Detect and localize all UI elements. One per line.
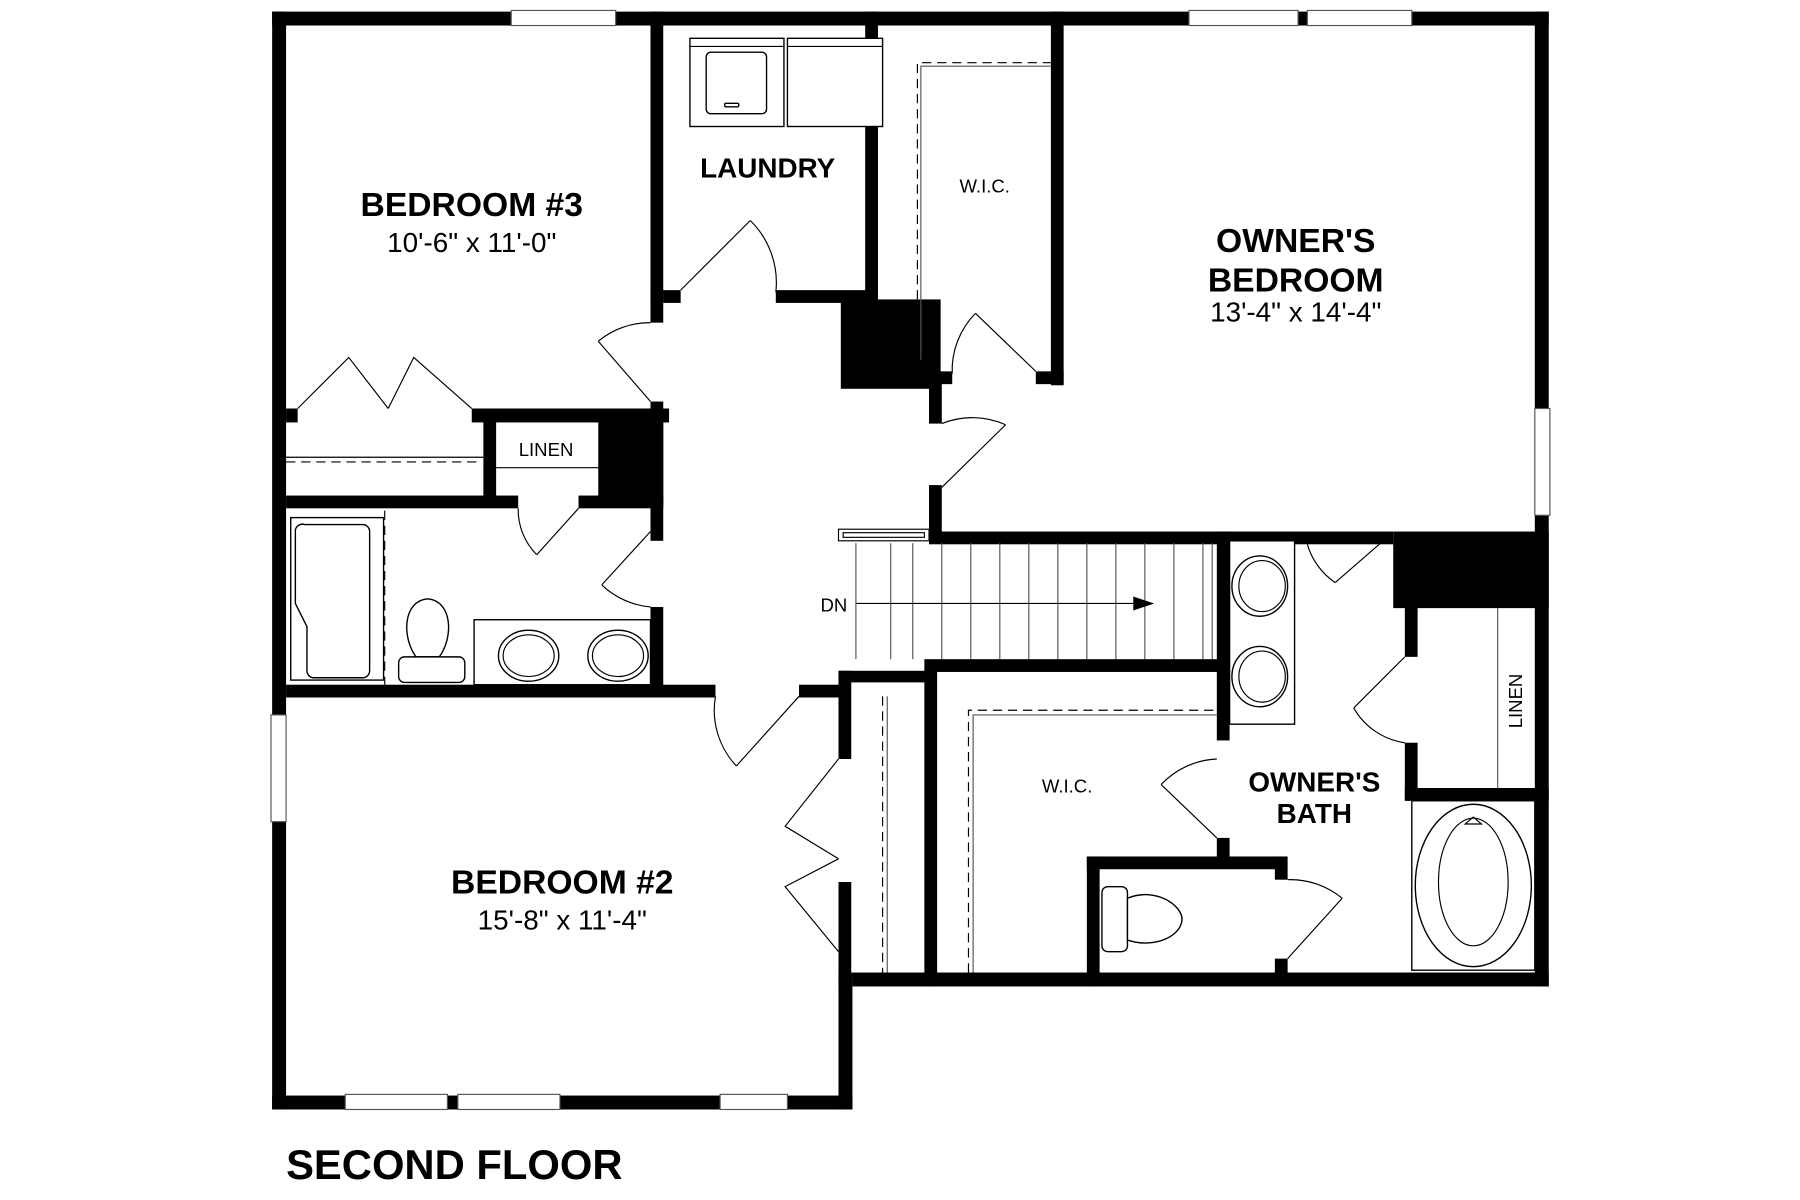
door-bedroom2-closet[interactable] bbox=[784, 758, 839, 953]
door-owners-bedroom[interactable] bbox=[941, 417, 1007, 488]
window-owners-2 bbox=[1306, 9, 1413, 27]
owners-vanity-icon bbox=[1228, 540, 1296, 725]
linen-bath-label: LINEN bbox=[1505, 674, 1526, 729]
dryer-icon bbox=[786, 37, 884, 128]
window-bedroom3 bbox=[510, 9, 617, 27]
vanity-icon bbox=[473, 619, 652, 686]
window-bedroom2-2 bbox=[457, 1093, 561, 1111]
linen-hall-label: LINEN bbox=[519, 439, 574, 460]
window-owners-1 bbox=[1188, 9, 1299, 27]
soaking-tub-icon bbox=[1411, 800, 1536, 971]
floor-title: SECOND FLOOR bbox=[286, 1141, 622, 1188]
door-wc[interactable] bbox=[1287, 879, 1343, 959]
door-wic-lower[interactable] bbox=[1160, 758, 1218, 839]
door-bedroom3[interactable] bbox=[597, 322, 651, 402]
bedroom3-title: BEDROOM #3 bbox=[361, 187, 583, 224]
arrow-right-icon bbox=[1133, 596, 1155, 611]
bedroom3-dimensions: 10'-6" x 11'-0" bbox=[387, 227, 556, 258]
window-bedroom2-1 bbox=[344, 1093, 448, 1111]
exterior-walls bbox=[272, 11, 1549, 1110]
stairs-down-label: DN bbox=[820, 595, 847, 616]
stair-treads bbox=[855, 543, 1213, 660]
doors bbox=[297, 220, 1406, 959]
door-owners-bath[interactable] bbox=[1306, 535, 1389, 584]
closet-shelves bbox=[286, 62, 1499, 973]
staircase[interactable] bbox=[837, 528, 1213, 660]
owners-bath-title-line1: OWNER'S bbox=[1248, 766, 1380, 797]
bedroom2-dimensions: 15'-8" x 11'-4" bbox=[478, 905, 647, 936]
washer-icon bbox=[689, 37, 785, 128]
door-hall-bath[interactable] bbox=[601, 531, 651, 608]
owners-toilet-icon bbox=[1101, 885, 1183, 953]
door-wic-upper[interactable] bbox=[951, 312, 1037, 374]
door-linen-bath[interactable] bbox=[1353, 656, 1406, 744]
room-labels: BEDROOM #3 10'-6" x 11'-0" LAUNDRY W.I.C… bbox=[361, 153, 1527, 936]
door-laundry[interactable] bbox=[680, 220, 777, 293]
window-bedroom2-3 bbox=[719, 1093, 789, 1111]
door-bedroom2[interactable] bbox=[713, 695, 800, 767]
door-linen-hall[interactable] bbox=[517, 507, 579, 556]
wic-lower-label: W.I.C. bbox=[1042, 776, 1093, 797]
windows bbox=[270, 9, 1551, 1111]
owners-bedroom-title-line1: OWNER'S bbox=[1216, 223, 1375, 260]
fixtures bbox=[290, 37, 1536, 971]
wic-upper-label: W.I.C. bbox=[959, 176, 1010, 197]
laundry-label: LAUNDRY bbox=[700, 153, 836, 184]
interior-walls bbox=[286, 11, 1549, 987]
window-owners-side bbox=[1534, 407, 1551, 516]
bedroom2-title: BEDROOM #2 bbox=[451, 865, 673, 902]
owners-bath-title-line2: BATH bbox=[1277, 798, 1352, 829]
door-bedroom3-closet[interactable] bbox=[297, 356, 473, 409]
toilet-icon bbox=[397, 598, 466, 684]
window-bedroom2-side bbox=[270, 714, 287, 823]
owners-bedroom-title-line2: BEDROOM bbox=[1208, 262, 1384, 299]
bathtub-icon bbox=[290, 516, 385, 681]
owners-bedroom-dimensions: 13'-4" x 14'-4" bbox=[1210, 296, 1381, 327]
